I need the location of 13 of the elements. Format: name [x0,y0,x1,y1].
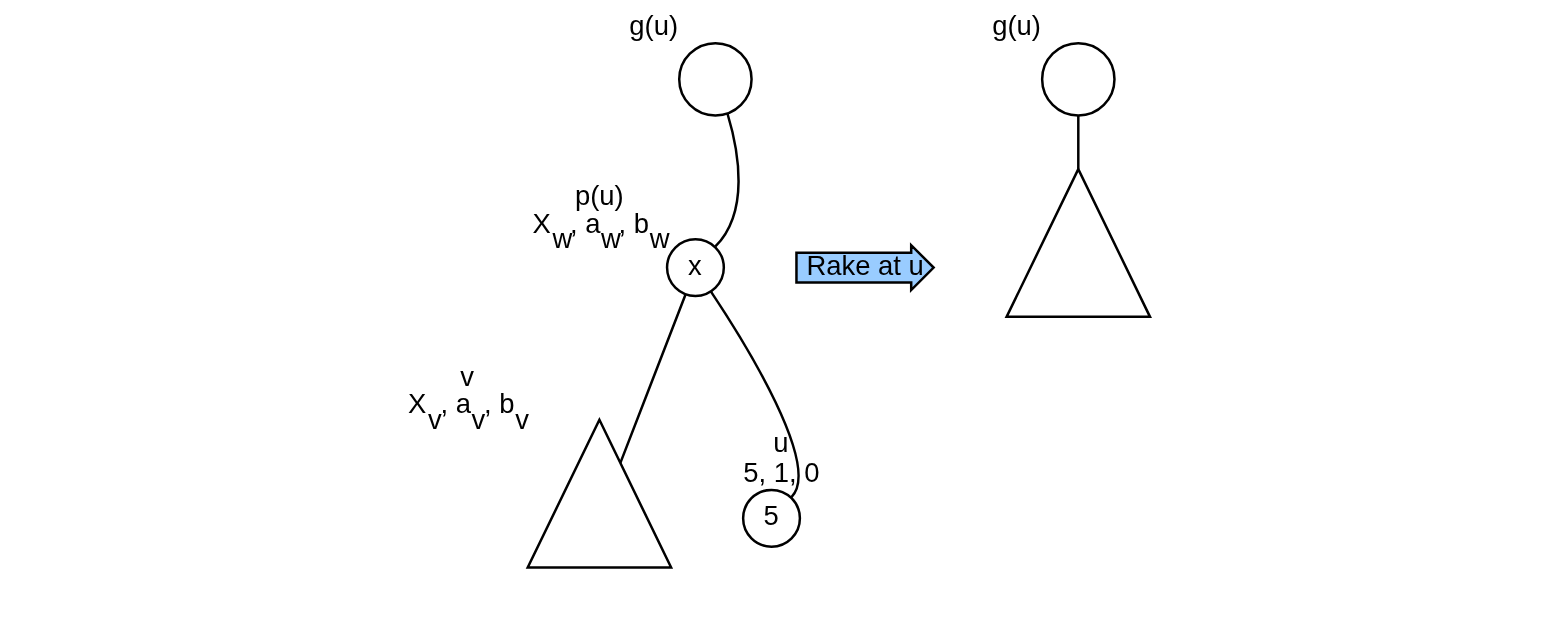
connector [713,113,740,248]
node-circle [1040,41,1116,117]
connector [709,290,800,498]
node-circle: 5 [741,488,801,548]
node-circle [677,41,753,117]
node-label: g(u) [991,10,1041,42]
node-label: g(u) [628,10,678,42]
node-label: 5, 1, 0 [742,457,820,489]
node-label: v [459,360,474,392]
connector [618,294,687,464]
node-triangle [1004,166,1152,319]
node-label: u [772,427,788,459]
connector [1076,115,1080,169]
